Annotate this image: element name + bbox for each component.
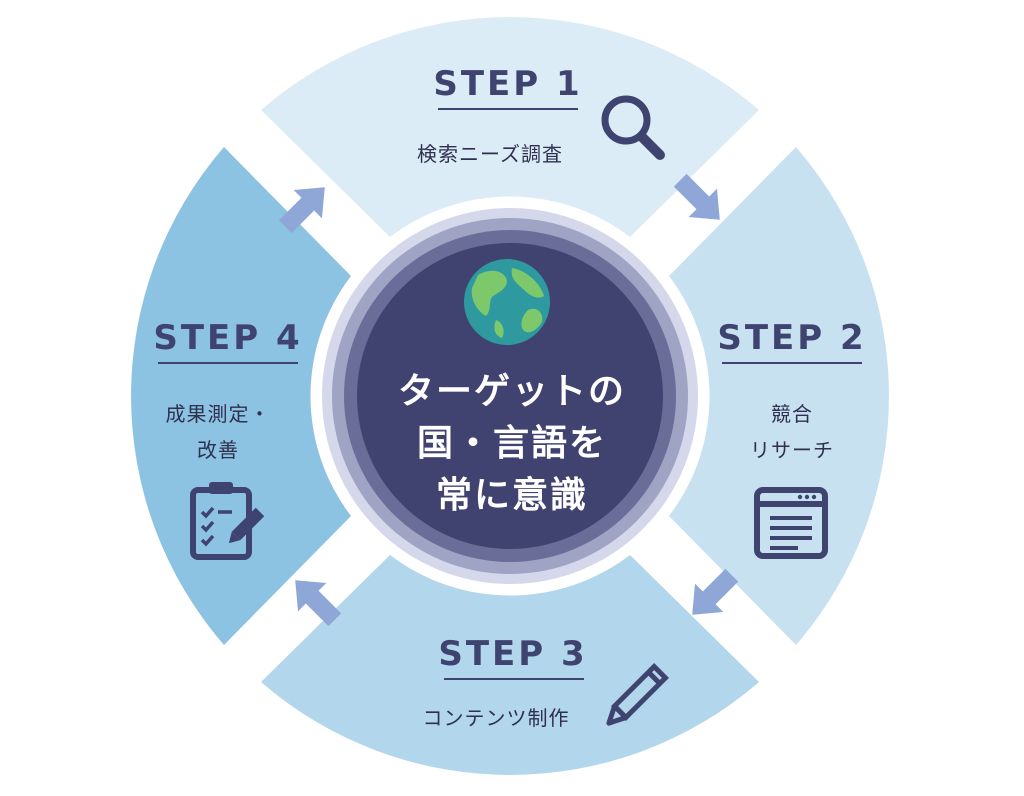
step4-segment xyxy=(131,147,351,645)
step2-desc-line: 競合 xyxy=(771,402,813,426)
step2-desc-line: リサーチ xyxy=(750,438,834,462)
step2-title: STEP 2 xyxy=(717,318,867,358)
step1-segment xyxy=(261,17,759,238)
step1-title: STEP 1 xyxy=(433,64,583,104)
step3-desc-line: コンテンツ制作 xyxy=(422,706,570,730)
center-line-2: 国・言語を xyxy=(416,423,607,464)
step4-description: 成果測定・ 改善 xyxy=(118,396,318,468)
step4-desc-line: 改善 xyxy=(197,438,239,462)
browser-window-icon xyxy=(754,487,828,559)
globe-icon xyxy=(464,259,550,345)
center-line-1: ターゲットの xyxy=(397,371,626,412)
step1-description: 検索ニーズ調査 xyxy=(380,136,600,172)
step3-underline xyxy=(444,678,584,680)
arrow-step1-to-step2 xyxy=(673,173,720,220)
step4-desc-line: 成果測定・ xyxy=(165,402,271,426)
step3-segment xyxy=(261,555,759,775)
step2-description: 競合 リサーチ xyxy=(692,396,892,468)
step4-title: STEP 4 xyxy=(153,318,303,358)
step4-underline xyxy=(158,362,298,364)
pencil-icon xyxy=(606,663,669,726)
arrow-step2-to-step3 xyxy=(692,568,739,615)
center-message: ターゲットの 国・言語を 常に意識 xyxy=(372,366,652,522)
search-icon xyxy=(601,95,665,160)
step2-segment xyxy=(669,147,889,645)
step3-description: コンテンツ制作 xyxy=(396,700,596,736)
center-circle xyxy=(357,243,663,549)
step2-underline xyxy=(722,362,862,364)
step1-desc-line: 検索ニーズ調査 xyxy=(417,142,563,166)
arrow-step3-to-step4 xyxy=(295,580,342,627)
center-line-3: 常に意識 xyxy=(435,475,588,516)
arrow-step4-to-step1 xyxy=(278,187,325,234)
step1-underline xyxy=(438,108,578,110)
clipboard-checklist-icon xyxy=(190,482,265,560)
step3-title: STEP 3 xyxy=(438,634,588,674)
